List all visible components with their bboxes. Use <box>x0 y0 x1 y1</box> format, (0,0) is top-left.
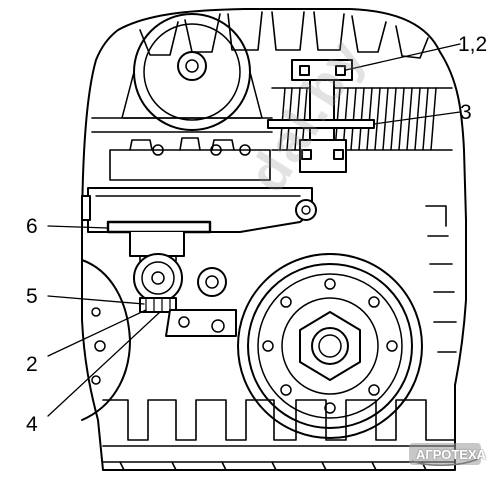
drive-wheel <box>237 253 423 439</box>
leader-lines <box>47 43 461 417</box>
callout-1-2: 1,2 <box>458 33 488 56</box>
upper-track-cleats <box>139 11 429 59</box>
left-road-wheel <box>81 259 131 421</box>
track-bottom <box>102 445 456 471</box>
logo-text: АГРОТЕХА <box>416 447 487 462</box>
upper-idler-wheel <box>121 13 263 131</box>
right-track-cleats <box>425 205 457 353</box>
agroteha-logo: АГРОТЕХА <box>408 441 487 469</box>
frame-beam <box>91 117 273 181</box>
drive-wheel-bolts <box>262 278 398 414</box>
callout-3: 3 <box>460 101 472 124</box>
lower-track-cleats <box>102 399 456 441</box>
housing-outline <box>81 8 467 471</box>
callout-6: 6 <box>26 215 38 238</box>
callout-2: 2 <box>26 353 38 376</box>
callout-4: 4 <box>26 413 38 436</box>
callout-5: 5 <box>26 285 38 308</box>
small-roller-assembly <box>133 253 237 337</box>
